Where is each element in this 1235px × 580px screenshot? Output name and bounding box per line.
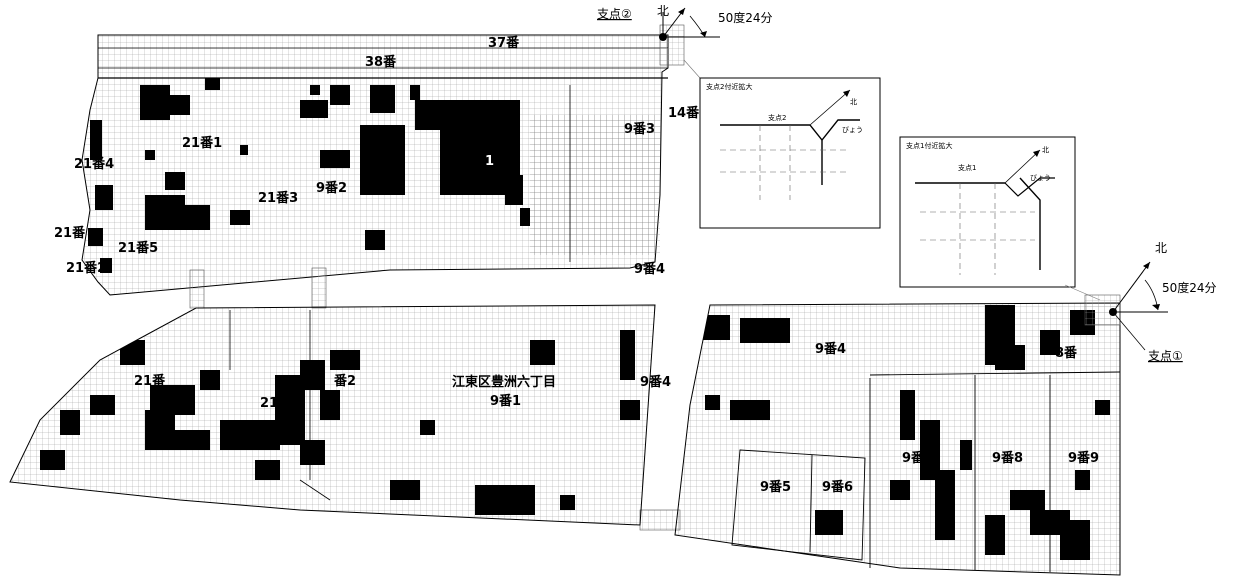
support-point-1-label: 支点① [1148,349,1183,363]
lot-label-2: 番2 [333,373,356,389]
lot-label-9-4-top: 9番4 [634,261,665,277]
inset-1-point: 支点1 [958,163,976,172]
district-label: 江東区豊洲六丁目 [452,374,556,390]
lot-label-21-a: 21番 [54,225,86,241]
inset-1-marker: びょう [1030,174,1051,182]
support-point-2-angle: 50度24分 [718,10,773,25]
lot-label-21-4: 21番4 [74,156,114,172]
lot-label-9-9: 9番9 [1068,450,1099,466]
connector-strip-a [189,269,205,309]
parcel-left [9,304,656,526]
lot-label-21-2: 21番2 [66,260,106,276]
inset-1-title: 支点1付近拡大 [906,141,952,150]
support-point-1-north: 北 [1155,241,1167,255]
lot-label-37: 37番 [488,35,520,51]
lot-label-21-b: 21番 [134,373,166,389]
lot-label-14-2: 14番2 [668,105,708,121]
lot-label-9-3: 9番3 [624,121,655,137]
inset-2-point: 支点2 [768,113,786,122]
lot-label-1: 1 [485,154,494,169]
inset-support-2: 支点2付近拡大 支点2 北 びょう [699,77,881,229]
lot-label-9-4-mid: 9番4 [640,374,671,390]
lot-label-9-5: 9番5 [760,479,791,495]
connector-strip-c [639,509,681,531]
inset-support-1: 支点1付近拡大 支点1 北 びょう [899,136,1076,288]
support-point-1: 北 50度24分 支点① [1064,241,1217,363]
support-point-2-label: 支点② [597,7,632,21]
lot-label-8: 8番 [1055,345,1078,361]
lot-label-9-1: 9番1 [490,393,521,409]
lot-label-38: 38番 [365,54,397,70]
support-point-2: 支点② 北 50度24分 [597,4,773,80]
lot-label-21-1: 21番1 [182,135,222,151]
lot-label-9-4-right: 9番4 [815,341,846,357]
lot-label-9-2: 9番2 [316,180,347,196]
lot-label-21-5: 21番5 [118,240,158,256]
lot-label-9-6: 9番6 [822,479,853,495]
inset-2-marker: びょう [842,126,863,134]
support-point-2-north: 北 [657,4,669,18]
support-point-1-angle: 50度24分 [1162,280,1217,295]
lot-label-9-7: 9番 [902,450,925,466]
parcel-top [81,34,669,296]
parcel-right [674,302,1121,576]
lot-label-21-3: 21番3 [258,190,298,206]
inset-2-title: 支点2付近拡大 [706,82,752,91]
lot-labels: 37番 38番 14番2 21番1 21番3 21番4 21番 21番5 21番… [54,35,1099,495]
lot-label-21-c: 21 [260,396,278,411]
lot-label-9-8: 9番8 [992,450,1023,466]
inset-2-north: 北 [850,98,857,106]
connector-strip-b [311,267,327,309]
inset-1-north: 北 [1042,146,1049,154]
